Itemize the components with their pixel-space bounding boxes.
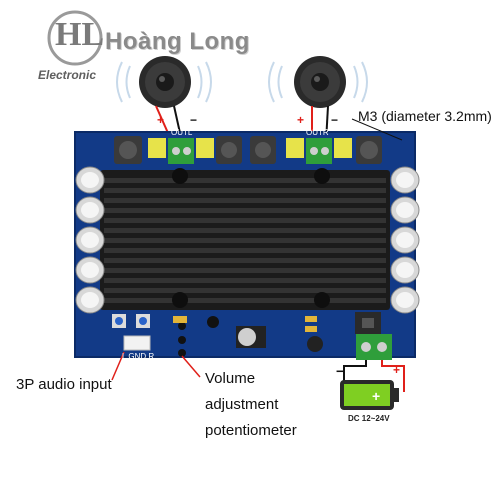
heatsink-screw	[314, 292, 330, 308]
top-components	[114, 136, 382, 164]
volume-label-line3: potentiometer	[205, 422, 297, 439]
heatsink-fin	[104, 278, 386, 283]
power-terminal	[356, 334, 392, 360]
power-wires	[343, 360, 405, 392]
mount-hole-arrow	[351, 118, 403, 141]
power-minus: −	[336, 363, 345, 379]
heatsink-fin	[104, 258, 386, 263]
capacitor	[75, 226, 105, 254]
heatsink-screw	[172, 292, 188, 308]
volume-label-line1: Volume	[205, 370, 256, 387]
brand-name: Hoàng Long	[105, 28, 250, 55]
heatsink-fin	[104, 248, 386, 253]
heatsink-fin	[104, 208, 386, 213]
right-plus: +	[297, 113, 305, 127]
power-range-label: DC 12~24V	[348, 414, 390, 423]
right-output-label: OUTR	[306, 128, 329, 137]
heatsink-fin	[104, 218, 386, 223]
heatsink-screw	[314, 168, 330, 184]
heatsink-fin	[104, 178, 386, 183]
heatsink-fin	[104, 268, 386, 273]
power-plus: +	[393, 363, 401, 377]
mount-hole-label: M3 (diameter 3.2mm)	[358, 108, 492, 124]
capacitor	[390, 226, 420, 254]
left-output-label: OUTL	[171, 128, 193, 137]
capacitor	[75, 196, 105, 224]
heatsink-screw	[172, 168, 188, 184]
audio-input-arrow	[111, 351, 125, 381]
capacitor	[75, 286, 105, 314]
left-plus: +	[157, 113, 165, 127]
heatsink-fins	[104, 168, 386, 308]
volume-arrow	[181, 355, 201, 378]
volume-label-line2: adjustment	[205, 396, 279, 413]
capacitor	[390, 166, 420, 194]
heatsink-fin	[104, 298, 386, 303]
logo-mark	[47, 10, 103, 66]
heatsink-fin	[104, 228, 386, 233]
heatsink-fin	[104, 288, 386, 293]
capacitor	[390, 286, 420, 314]
speaker-left-icon	[116, 56, 212, 108]
battery-icon: +	[340, 380, 399, 410]
svg-text:+: +	[372, 388, 380, 404]
capacitor	[75, 256, 105, 284]
audio-pins-label: L GND R	[122, 352, 155, 361]
right-minus: −	[331, 113, 339, 127]
capacitor	[75, 166, 105, 194]
lower-components	[112, 312, 381, 357]
heatsink-fin	[104, 238, 386, 243]
logo-initials: HL	[55, 16, 105, 53]
capacitors	[75, 166, 420, 314]
heatsink-fin	[104, 188, 386, 193]
brand-subtitle: Electronic	[38, 68, 97, 82]
speaker-right-icon	[268, 56, 368, 108]
heatsink-fin	[104, 198, 386, 203]
left-minus: −	[190, 113, 198, 127]
capacitor	[390, 196, 420, 224]
capacitor	[390, 256, 420, 284]
audio-input-label: 3P audio input	[16, 376, 112, 393]
